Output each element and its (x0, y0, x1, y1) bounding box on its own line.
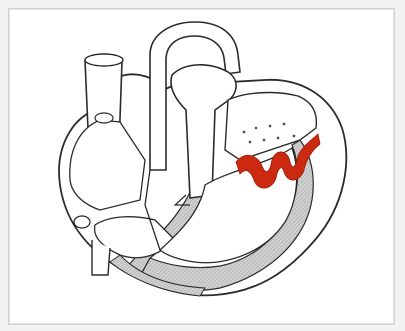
vena-cava-opening (85, 54, 123, 66)
coronary-sinus-opening (95, 113, 113, 123)
fossa-ovalis (74, 216, 90, 228)
